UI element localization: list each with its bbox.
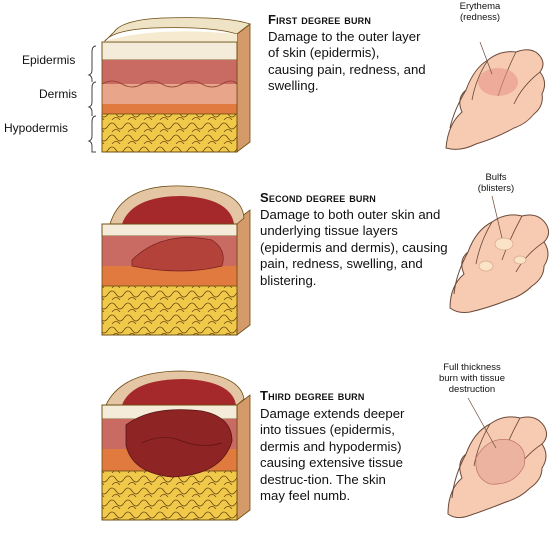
full-thickness-callout: Full thickness burn with tissue destruct… xyxy=(430,362,514,395)
blisters-callout: Bulfs (blisters) xyxy=(466,172,526,194)
hand-first-degree xyxy=(436,28,556,158)
dermis-label: Dermis xyxy=(39,87,77,101)
epidermis-label: Epidermis xyxy=(22,53,75,67)
third-degree-title: Third degree burn xyxy=(260,388,365,403)
second-degree-description: Damage to both outer skin and underlying… xyxy=(260,207,456,289)
third-degree-description: Damage extends deeper into tissues (epid… xyxy=(260,406,412,504)
hand-second-degree xyxy=(440,196,560,326)
first-degree-description: Damage to the outer layer of skin (epide… xyxy=(268,29,426,95)
skin-cross-section-second-degree xyxy=(92,180,262,340)
skin-cross-section-third-degree xyxy=(92,365,262,525)
skin-cross-section-first-degree xyxy=(92,12,262,162)
second-degree-title: Second degree burn xyxy=(260,190,376,205)
first-degree-title: First degree burn xyxy=(268,12,371,27)
hand-third-degree xyxy=(438,396,558,526)
erythema-callout: Erythema (redness) xyxy=(444,1,516,23)
hypodermis-label: Hypodermis xyxy=(4,121,68,135)
